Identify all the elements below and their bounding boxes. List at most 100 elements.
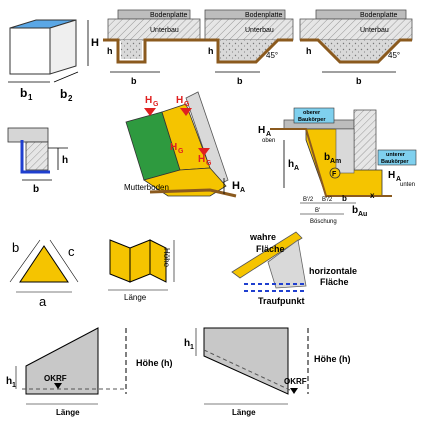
box-side (49, 19, 77, 75)
hg-label-4: H (198, 154, 205, 165)
h1-sub: 1 (190, 344, 194, 351)
fence-panel-1 (109, 239, 131, 283)
hg-sub-4: G (206, 160, 212, 167)
height-label: Höhe (h) (314, 354, 351, 364)
fill (121, 40, 142, 59)
ha-bottom-label: H (388, 170, 395, 181)
roof-surface (231, 231, 303, 279)
okrf-line (203, 349, 291, 391)
base-label: Unterbau (245, 27, 274, 34)
length-label: Länge (232, 408, 256, 417)
true-area-line2: Fläche (256, 244, 285, 254)
ha-bottom-note: unten (400, 182, 415, 188)
length-label: Länge (124, 293, 147, 302)
foundation-section-3: Bodenplatte Unterbau h 45° b (299, 9, 413, 86)
h1-sub: 1 (12, 382, 16, 389)
h-label: h (208, 46, 214, 56)
lower-body-line1: unterer (386, 152, 406, 158)
lower-body-box (377, 149, 417, 166)
excavation-edge (205, 38, 293, 64)
a-label: a (39, 294, 47, 309)
angle-label: 45° (388, 51, 400, 60)
horizontal-area-line1: horizontale (309, 266, 357, 276)
b2b-label: B'/2 (322, 197, 333, 203)
excavation-edge (103, 38, 205, 64)
height-label: Höhe (h) (136, 358, 173, 368)
slab (7, 127, 49, 143)
hg-marker-2 (180, 108, 192, 116)
ha-label: h (288, 159, 294, 170)
b-dim-line (9, 239, 41, 283)
bam-label: b (324, 152, 330, 163)
ha-top-label: H (258, 125, 265, 136)
b-label: b (237, 76, 243, 86)
ha-sub: A (240, 187, 245, 194)
fill (218, 40, 278, 62)
h-label: h (62, 155, 68, 166)
b2a-label: B'/2 (303, 197, 314, 203)
bau-label: b (352, 205, 358, 216)
lower-body-line2: Baukörper (381, 159, 409, 165)
hg-sub-1: G (153, 101, 159, 108)
c-label: c (68, 244, 75, 259)
boeschung-label: Böschung (310, 219, 337, 225)
angle-label: 45° (266, 51, 278, 60)
length-label: Länge (56, 408, 80, 417)
edge-detail-figure: h b (7, 127, 68, 195)
plate-label: Bodenplatte (360, 12, 397, 19)
b-small-label: b (342, 194, 347, 203)
upper-body-line2: Baukörper (298, 117, 326, 123)
width2-dim-line (53, 71, 79, 83)
hg-sub-3: G (178, 148, 184, 155)
bprime-label: B' (315, 208, 320, 214)
fence-panel-3 (149, 239, 167, 283)
inner-wall (335, 128, 355, 174)
slope-figure: H G H G H G H G Mutterboden H A (124, 91, 245, 198)
wall-area (203, 327, 289, 395)
b-label: b (12, 240, 19, 255)
roof-figure: wahre Fläche horizontale Fläche Traufpun… (231, 231, 357, 306)
fill (318, 40, 400, 62)
foundation-section-2: Bodenplatte Unterbau h 45° b (204, 9, 294, 86)
width2-label: b (60, 87, 67, 101)
wall (267, 239, 307, 289)
bam-sub: Am (330, 158, 341, 165)
f-circle-icon (329, 167, 341, 179)
horizontal-area-line2: Fläche (320, 277, 349, 287)
triangle (19, 245, 69, 283)
eave-label: Traufpunkt (258, 296, 305, 306)
h1-label: h (6, 376, 12, 387)
x-label: x (370, 191, 375, 200)
hg-sub-2: G (184, 101, 190, 108)
bau-sub: Au (358, 211, 367, 218)
okrf-marker (54, 383, 62, 389)
ha-top-sub: A (266, 131, 271, 138)
wall-figure-1: OKRF h 1 Höhe (h) Länge (6, 327, 173, 417)
hg-label-3: H (170, 142, 177, 153)
wall-figure-2: OKRF h 1 Höhe (h) Länge (184, 327, 351, 417)
b-label: b (33, 184, 39, 195)
base (25, 141, 49, 171)
fence-figure: Höhe Länge (108, 239, 175, 302)
okrf-label: OKRF (284, 377, 307, 386)
base-label: Unterbau (150, 27, 179, 34)
insulation (20, 140, 50, 174)
box-3d-figure: H b 1 b 2 (8, 19, 99, 103)
height-label: H (91, 37, 99, 49)
foundation-section-1: Bodenplatte Unterbau h b (103, 9, 205, 86)
wall-area (25, 327, 99, 395)
base-label: Unterbau (360, 27, 389, 34)
ground-line (149, 188, 237, 198)
topsoil-label: Mutterboden (124, 183, 169, 192)
base (299, 18, 413, 41)
b-label: b (356, 76, 362, 86)
width1-sub: 1 (28, 93, 33, 102)
okrf-label: OKRF (44, 374, 67, 383)
okrf-marker (290, 388, 298, 394)
ha-label: H (232, 180, 240, 192)
true-area-line1: wahre (249, 232, 276, 242)
hg-label-1: H (145, 95, 152, 106)
height-label: Höhe (162, 248, 171, 268)
c-dim-line (49, 239, 79, 283)
